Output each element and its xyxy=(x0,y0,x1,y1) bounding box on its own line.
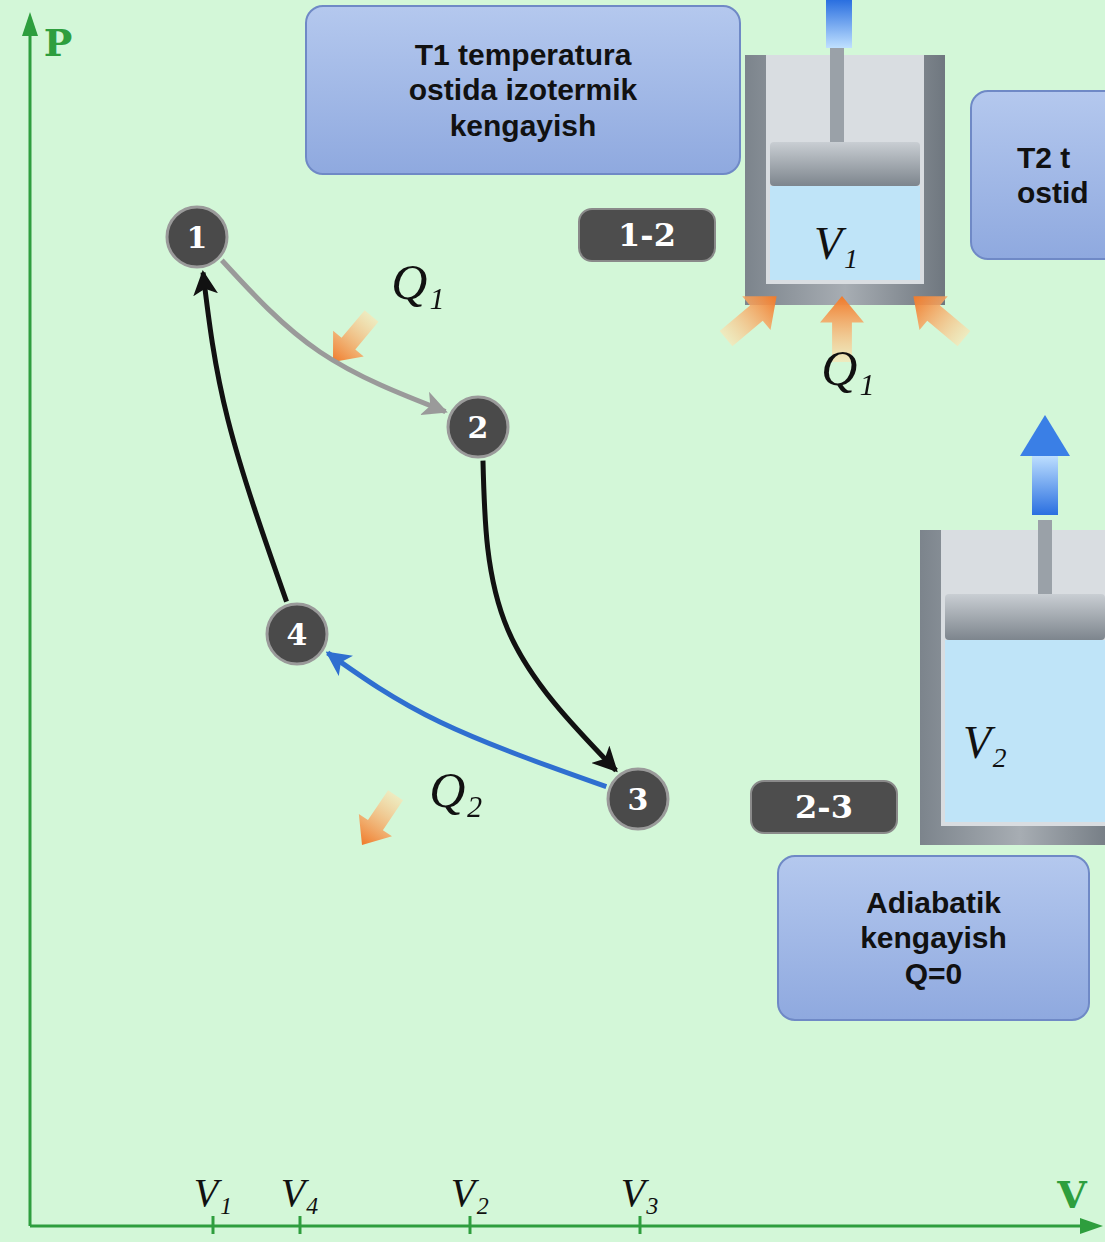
piston-cylinder xyxy=(920,415,1105,845)
tick-label: V₃ xyxy=(621,1169,659,1216)
callout-text: 1-2 xyxy=(618,216,676,254)
point-number: 2 xyxy=(468,410,489,445)
axis-arrow xyxy=(22,12,38,36)
state-point: 2 xyxy=(445,394,511,460)
point-circle xyxy=(608,769,668,829)
point-number: 4 xyxy=(287,617,308,652)
heat-label: Q₁ xyxy=(821,339,875,397)
axis-label: P xyxy=(44,20,73,65)
box-text: T1 temperatura ostida izotermik kengayis… xyxy=(389,37,657,143)
state-point: 3 xyxy=(605,766,671,832)
point-circle xyxy=(448,397,508,457)
volume-label: V₁ xyxy=(814,217,858,270)
callout-number: 2-3 xyxy=(750,780,898,834)
axis-arrow xyxy=(1080,1218,1103,1234)
piston-cylinder xyxy=(712,0,978,362)
process-box: T1 temperatura ostida izotermik kengayis… xyxy=(305,5,741,175)
callout-number: 1-2 xyxy=(578,208,716,262)
state-point: 1 xyxy=(164,204,230,270)
point-number: 3 xyxy=(628,782,649,817)
state-point: 4 xyxy=(264,601,330,667)
process-curve xyxy=(203,272,287,601)
point-number: 1 xyxy=(187,220,208,255)
heat-label: Q₂ xyxy=(429,761,483,819)
process-box: T2 t ostid xyxy=(970,90,1105,260)
heat-arrow xyxy=(318,303,387,375)
tick-label: V₁ xyxy=(194,1169,232,1216)
heat-label: Q₁ xyxy=(391,253,445,311)
process-box: Adiabatik kengayish Q=0 xyxy=(777,855,1090,1021)
callout-text: 2-3 xyxy=(795,788,853,826)
box-text: Adiabatik kengayish Q=0 xyxy=(837,885,1030,991)
volume-label: V₂ xyxy=(963,716,1007,769)
axis-label: V xyxy=(1057,1172,1086,1217)
tick-label: V₂ xyxy=(451,1169,489,1216)
tick-label: V₄ xyxy=(281,1169,319,1216)
heat-arrow xyxy=(345,784,412,856)
point-circle xyxy=(267,604,327,664)
box-text: T2 t ostid xyxy=(1017,140,1098,211)
point-circle xyxy=(167,207,227,267)
process-curve xyxy=(483,461,616,771)
